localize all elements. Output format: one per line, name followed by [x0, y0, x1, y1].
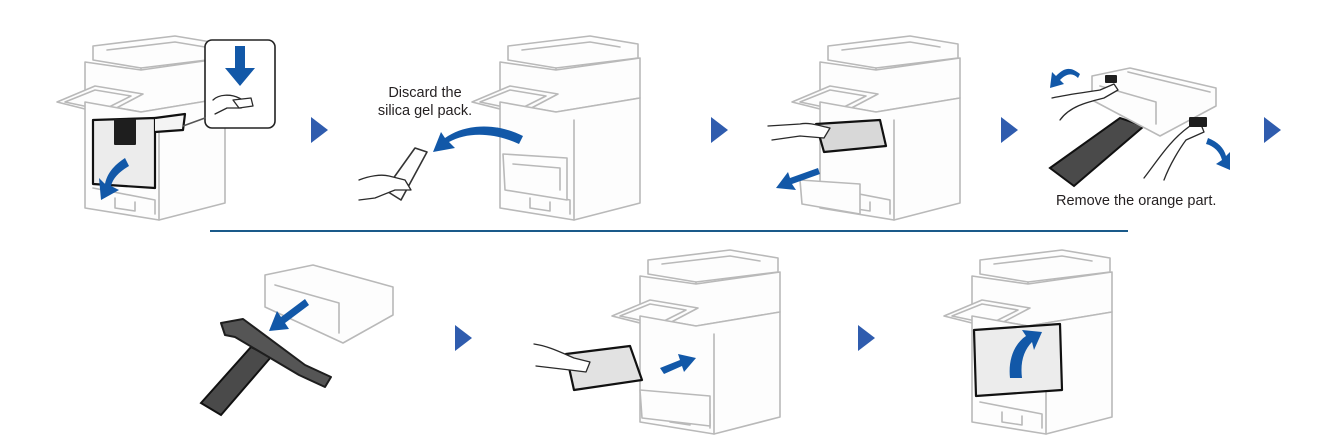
curved-arrow-icon: [1206, 138, 1230, 170]
next-step-arrow-icon: [1264, 117, 1281, 143]
front-cover: [91, 116, 157, 190]
down-arrow-icon: [225, 46, 255, 86]
step-7-close-front-cover: [930, 240, 1130, 435]
insert-arrow-icon: [660, 354, 696, 374]
step-2-discard-silica-gel: Discard the silica gel pack.: [355, 35, 655, 230]
silica-gel-pack: [384, 147, 428, 201]
step-4-remove-orange-part: Remove the orange part.: [1040, 40, 1240, 220]
curved-arrow-icon: [1050, 68, 1080, 88]
printer-illustration: [767, 35, 961, 221]
caption-discard-silica: Discard the silica gel pack.: [350, 84, 500, 120]
curved-arrow-icon: [433, 126, 523, 152]
printer-illustration: [533, 249, 781, 435]
orange-part-strip: [1048, 116, 1146, 188]
assembly-illustration: [1048, 67, 1230, 188]
caption-line-1: Discard the: [388, 85, 462, 101]
orange-part-strip: [199, 345, 273, 417]
step-1-open-front-cover: [55, 28, 285, 228]
step-3-pull-out-assembly: [760, 28, 980, 228]
next-step-arrow-icon: [311, 117, 328, 143]
next-step-arrow-icon: [858, 325, 875, 351]
caption-remove-orange: Remove the orange part.: [1056, 193, 1217, 209]
protective-part: [220, 318, 332, 388]
next-step-arrow-icon: [455, 325, 472, 351]
printer-illustration: [358, 35, 641, 221]
orange-tab-right: [1189, 117, 1207, 127]
step-6-insert-assembly: [530, 240, 800, 435]
curved-arrow-icon: [1009, 330, 1042, 378]
section-divider: [210, 230, 1128, 232]
next-step-arrow-icon: [711, 117, 728, 143]
cover-release-button: [114, 119, 136, 145]
orange-tab-left: [1105, 75, 1117, 83]
pull-arrow-icon: [776, 168, 820, 190]
printer-illustration: [943, 249, 1113, 435]
printer-illustration: [56, 35, 276, 221]
detach-arrow-icon: [269, 299, 309, 331]
caption-line-2: silica gel pack.: [377, 103, 473, 119]
drum-toner-assembly: [814, 118, 888, 154]
assembly-illustration: [199, 264, 394, 417]
step-5-detach-protective-part: [195, 255, 405, 420]
next-step-arrow-icon: [1001, 117, 1018, 143]
curved-arrow-icon: [99, 158, 129, 200]
drum-toner-assembly: [564, 344, 644, 392]
